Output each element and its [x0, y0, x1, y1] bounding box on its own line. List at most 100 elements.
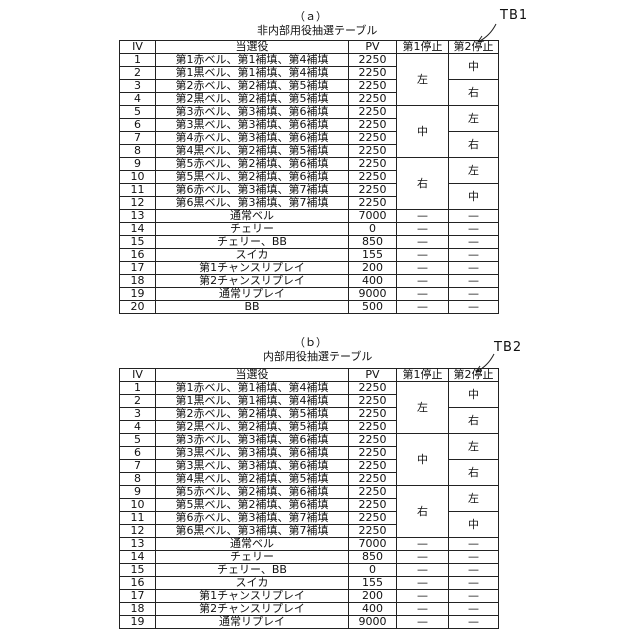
cell-stop1: — — [397, 577, 449, 590]
cell-name: 第2黒ベル、第2補填、第5補填 — [156, 93, 349, 106]
cell-iv: 16 — [120, 577, 156, 590]
cell-iv: 8 — [120, 473, 156, 486]
cell-pv: 400 — [349, 603, 397, 616]
cell-stop1: — — [397, 288, 449, 301]
cell-name: 第5赤ベル、第2補填、第6補填 — [156, 486, 349, 499]
cell-iv: 19 — [120, 288, 156, 301]
table-row: 16スイカ155—— — [120, 249, 499, 262]
cell-name: チェリー — [156, 551, 349, 564]
cell-pv: 7000 — [349, 210, 397, 223]
table-row: 13通常ベル7000—— — [120, 538, 499, 551]
cell-name: 第2赤ベル、第2補填、第5補填 — [156, 80, 349, 93]
cell-iv: 10 — [120, 499, 156, 512]
cell-stop2: — — [449, 564, 499, 577]
cell-name: 第2赤ベル、第2補填、第5補填 — [156, 408, 349, 421]
cell-pv: 2250 — [349, 460, 397, 473]
cell-stop1: 中 — [397, 434, 449, 486]
header-iv: IV — [120, 41, 156, 54]
cell-iv: 13 — [120, 210, 156, 223]
cell-name: 第6赤ベル、第3補填、第7補填 — [156, 184, 349, 197]
cell-name: チェリー — [156, 223, 349, 236]
cell-iv: 6 — [120, 119, 156, 132]
cell-stop1: — — [397, 210, 449, 223]
cell-iv: 13 — [120, 538, 156, 551]
table-row: 9第5赤ベル、第2補填、第6補填2250右左 — [120, 486, 499, 499]
table-row: 20BB500—— — [120, 301, 499, 314]
table-b-tag: TB2 — [494, 340, 522, 355]
cell-name: 第1黒ベル、第1補填、第4補填 — [156, 67, 349, 80]
header-pv: PV — [349, 369, 397, 382]
cell-stop1: — — [397, 236, 449, 249]
cell-stop2: 左 — [449, 434, 499, 460]
cell-iv: 1 — [120, 54, 156, 67]
cell-iv: 10 — [120, 171, 156, 184]
cell-iv: 2 — [120, 67, 156, 80]
cell-stop2: — — [449, 262, 499, 275]
cell-name: 第3赤ベル、第3補填、第6補填 — [156, 434, 349, 447]
cell-iv: 1 — [120, 382, 156, 395]
cell-iv: 3 — [120, 80, 156, 93]
cell-name: 第4赤ベル、第3補填、第6補填 — [156, 132, 349, 145]
cell-stop1: — — [397, 590, 449, 603]
table-row: 18第2チャンスリプレイ400—— — [120, 275, 499, 288]
cell-name: 第2チャンスリプレイ — [156, 603, 349, 616]
cell-pv: 2250 — [349, 382, 397, 395]
header-stop1: 第1停止 — [397, 41, 449, 54]
cell-iv: 18 — [120, 603, 156, 616]
cell-stop2: — — [449, 288, 499, 301]
header-iv: IV — [120, 369, 156, 382]
table-header-row: IV 当選役 PV 第1停止 第2停止 — [120, 41, 499, 54]
cell-stop1: — — [397, 551, 449, 564]
cell-iv: 12 — [120, 525, 156, 538]
cell-name: BB — [156, 301, 349, 314]
cell-stop2: — — [449, 538, 499, 551]
cell-iv: 11 — [120, 512, 156, 525]
header-name: 当選役 — [156, 41, 349, 54]
cell-stop2: 中 — [449, 184, 499, 210]
cell-pv: 7000 — [349, 538, 397, 551]
cell-name: 通常ベル — [156, 210, 349, 223]
cell-stop2: 左 — [449, 106, 499, 132]
cell-iv: 9 — [120, 158, 156, 171]
table-a-title: 非内部用役抽選テーブル — [257, 22, 377, 38]
cell-name: スイカ — [156, 577, 349, 590]
cell-name: 通常ベル — [156, 538, 349, 551]
cell-stop1: — — [397, 262, 449, 275]
cell-iv: 5 — [120, 434, 156, 447]
cell-stop2: — — [449, 616, 499, 629]
cell-iv: 14 — [120, 223, 156, 236]
cell-stop2: — — [449, 590, 499, 603]
cell-pv: 2250 — [349, 434, 397, 447]
cell-pv: 2250 — [349, 67, 397, 80]
cell-pv: 155 — [349, 577, 397, 590]
cell-stop2: 中 — [449, 512, 499, 538]
cell-name: 通常リプレイ — [156, 288, 349, 301]
header-stop2: 第2停止 — [449, 41, 499, 54]
cell-iv: 7 — [120, 132, 156, 145]
table-row: 19通常リプレイ9000—— — [120, 288, 499, 301]
header-pv: PV — [349, 41, 397, 54]
cell-pv: 200 — [349, 590, 397, 603]
cell-name: チェリー、BB — [156, 236, 349, 249]
cell-stop2: — — [449, 603, 499, 616]
cell-name: 第5赤ベル、第2補填、第6補填 — [156, 158, 349, 171]
cell-pv: 2250 — [349, 447, 397, 460]
cell-pv: 0 — [349, 223, 397, 236]
table-a-tag: TB1 — [500, 8, 528, 23]
cell-pv: 2250 — [349, 106, 397, 119]
cell-pv: 2250 — [349, 54, 397, 67]
cell-iv: 15 — [120, 564, 156, 577]
header-name: 当選役 — [156, 369, 349, 382]
table-row: 5第3赤ベル、第3補填、第6補填2250中左 — [120, 434, 499, 447]
cell-pv: 2250 — [349, 158, 397, 171]
cell-pv: 2250 — [349, 119, 397, 132]
cell-iv: 4 — [120, 421, 156, 434]
cell-iv: 5 — [120, 106, 156, 119]
cell-pv: 2250 — [349, 512, 397, 525]
table-row: 9第5赤ベル、第2補填、第6補填2250右左 — [120, 158, 499, 171]
cell-name: 第2黒ベル、第2補填、第5補填 — [156, 421, 349, 434]
cell-name: 第1黒ベル、第1補填、第4補填 — [156, 395, 349, 408]
cell-pv: 2250 — [349, 197, 397, 210]
table-row: 17第1チャンスリプレイ200—— — [120, 262, 499, 275]
cell-pv: 850 — [349, 236, 397, 249]
